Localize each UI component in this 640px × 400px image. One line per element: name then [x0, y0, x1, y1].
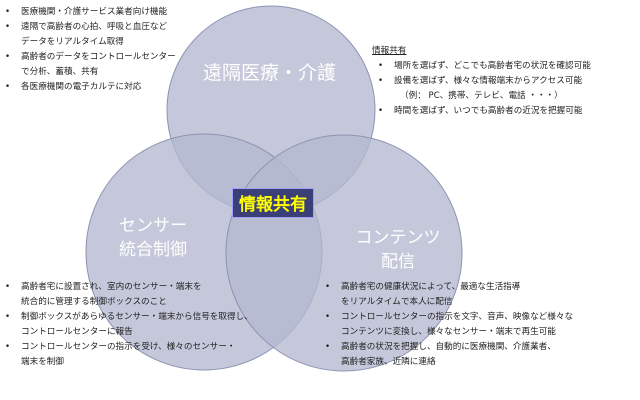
bullet-dot-icon: •	[5, 7, 11, 17]
content-delivery-title: コンテンツ 配信	[343, 226, 453, 274]
info-share-bullets: 情報共有 •場所を選ばず、どこでも高齢者宅の状況を確認可能 •設備を選ばず、様々…	[372, 44, 591, 119]
bullet-dot-icon: •	[378, 61, 384, 71]
bullet-item: •高齢者宅に設置され、室内のセンサー・端末を	[5, 280, 253, 295]
bullet-item: •コントロールセンターの指示を文字、音声、映像など様々な	[325, 310, 573, 325]
bullet-dot-icon: •	[5, 22, 11, 32]
bullet-item: •各医療機関の電子カルテに対応	[5, 80, 176, 95]
bullet-item: •医療機関・介護サービス業者向け機能	[5, 5, 176, 20]
bullet-dot-icon: •	[5, 312, 11, 322]
bullet-item: •高齢者宅の健康状況によって、最適な生活指導	[325, 280, 573, 295]
bullet-continuation: で分析、蓄積、共有	[21, 67, 99, 77]
bullet-continuation: 統合的に管理する制御ボックスのこと	[21, 297, 167, 307]
bullet-dot-icon: •	[325, 312, 331, 322]
bullet-item: •時間を選ばず、いつでも高齢者の近況を把握可能	[378, 104, 591, 119]
bullet-item: •高齢者のデータをコントロールセンター	[5, 50, 176, 65]
info-share-header: 情報共有	[372, 46, 407, 56]
sensor-title-line1: センサー	[119, 216, 187, 236]
bullet-continuation: をリアルタイムで本人に配信	[341, 297, 453, 307]
bullet-dot-icon: •	[5, 82, 11, 92]
content-title-line2: 配信	[381, 252, 415, 272]
bullet-continuation: コントロールセンターに報告	[21, 327, 133, 337]
sensor-control-title: センサー 統合制御	[98, 214, 208, 262]
bullet-continuation: （例： PC、携帯、テレビ、電話 ・・・）	[400, 91, 563, 101]
bullet-dot-icon: •	[325, 282, 331, 292]
remote-care-title: 遠隔医療・介護	[203, 62, 337, 84]
bullet-dot-icon: •	[325, 342, 331, 352]
content-title-line1: コンテンツ	[355, 228, 441, 248]
bullet-continuation: 端末を制御	[21, 357, 64, 367]
info-share-center-title: 情報共有	[232, 188, 314, 218]
bullet-dot-icon: •	[378, 106, 384, 116]
sensor-title-line2: 統合制御	[119, 240, 187, 260]
bullet-dot-icon: •	[5, 282, 11, 292]
bullet-dot-icon: •	[5, 52, 11, 62]
sensor-control-bullets: •高齢者宅に設置され、室内のセンサー・端末を 統合的に管理する制御ボックスのこと…	[5, 280, 253, 370]
bullet-item: •制御ボックスがあらゆるセンサー・端末から信号を取得し、	[5, 310, 253, 325]
bullet-continuation: 高齢者家族、近隣に連絡	[341, 357, 436, 367]
bullet-continuation: データをリアルタイム取得	[21, 37, 124, 47]
bullet-dot-icon: •	[378, 76, 384, 86]
bullet-dot-icon: •	[5, 342, 11, 352]
bullet-item: •高齢者の状況を把握し、自動的に医療機関、介護業者、	[325, 340, 573, 355]
content-delivery-bullets: •高齢者宅の健康状況によって、最適な生活指導 をリアルタイムで本人に配信 •コン…	[325, 280, 573, 370]
bullet-item: •設備を選ばず、様々な情報端末からアクセス可能	[378, 74, 591, 89]
bullet-item: •場所を選ばず、どこでも高齢者宅の状況を確認可能	[378, 59, 591, 74]
bullet-continuation: コンテンツに変換し、様々なセンサー・端末で再生可能	[341, 327, 556, 337]
bullet-item: •コントロールセンターの指示を受け、様々のセンサー・	[5, 340, 253, 355]
remote-care-bullets: •医療機関・介護サービス業者向け機能 •遠隔で高齢者の心拍、呼吸と血圧など デー…	[5, 5, 176, 95]
bullet-item: •遠隔で高齢者の心拍、呼吸と血圧など	[5, 20, 176, 35]
